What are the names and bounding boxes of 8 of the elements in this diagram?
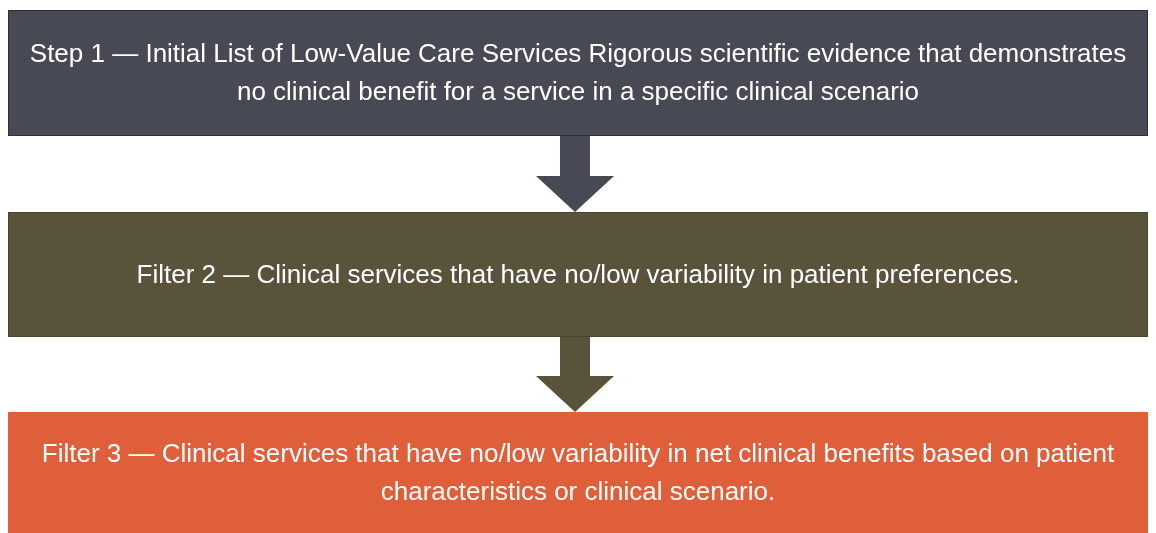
block-arrow: [536, 337, 614, 412]
step-text: Filter 3 — Clinical services that have no/low variability in net clinical benefits based on patient characteristics or clinical scenario.: [40, 436, 1116, 508]
step-box: [8, 212, 1148, 337]
block-arrow: [536, 136, 614, 212]
step-box: [8, 412, 1148, 533]
step-box: [8, 10, 1148, 136]
step-text: Filter 2 — Clinical services that have no/low variability in patient preferences.: [136, 257, 1020, 291]
step-text: Step 1 — Initial List of Low-Value Care Services Rigorous scientific evidence that demonstrates no clinical benefit for a service in a specific clinical scenario: [29, 37, 1127, 108]
